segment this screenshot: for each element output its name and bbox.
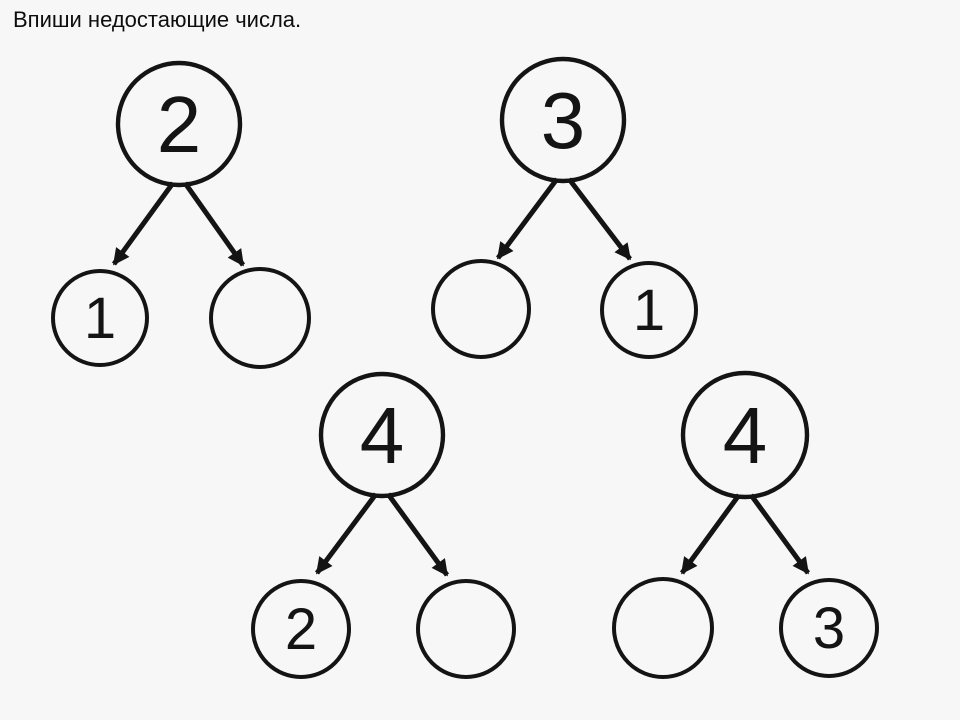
tree2-right-circle bbox=[600, 261, 698, 359]
tree3-arrow-right bbox=[385, 492, 450, 577]
tree2-top-value: 3 bbox=[541, 76, 586, 165]
tree2-right-value: 1 bbox=[633, 278, 665, 343]
number-bond-tree-1: 2 1 bbox=[51, 60, 311, 369]
number-bond-tree-2: 3 1 bbox=[431, 56, 698, 359]
tree1-top-value: 2 bbox=[157, 80, 202, 169]
tree3-top-value: 4 bbox=[360, 391, 405, 480]
tree1-arrow-right bbox=[182, 181, 246, 267]
tree2-arrow-right bbox=[567, 177, 632, 261]
number-bond-tree-3: 4 2 bbox=[251, 371, 516, 679]
tree1-arrow-left bbox=[111, 181, 176, 266]
tree2-left-answer-slot[interactable] bbox=[431, 259, 531, 359]
tree4-right-value: 3 bbox=[813, 596, 845, 661]
tree2-top-circle bbox=[499, 56, 627, 184]
tree2-arrow-left bbox=[495, 177, 560, 260]
tree3-left-circle bbox=[251, 579, 351, 679]
tree1-right-answer-slot[interactable] bbox=[209, 267, 311, 369]
tree3-left-value: 2 bbox=[285, 597, 317, 662]
tree1-left-circle bbox=[51, 269, 149, 367]
tree4-top-value: 4 bbox=[723, 391, 768, 480]
tree3-top-circle bbox=[318, 371, 446, 499]
tree1-left-value: 1 bbox=[84, 286, 116, 351]
number-bond-tree-4: 4 3 bbox=[612, 370, 879, 679]
tree4-left-answer-slot[interactable] bbox=[612, 577, 714, 679]
tree3-right-answer-slot[interactable] bbox=[416, 579, 516, 679]
tree4-right-circle bbox=[779, 578, 879, 678]
tree4-arrow-left bbox=[679, 493, 742, 575]
tree4-arrow-right bbox=[748, 493, 811, 575]
tree1-top-circle bbox=[115, 60, 243, 188]
tree3-arrow-left bbox=[314, 492, 379, 575]
worksheet-title: Впиши недостающие числа. bbox=[13, 7, 302, 32]
tree4-top-circle bbox=[680, 370, 810, 500]
